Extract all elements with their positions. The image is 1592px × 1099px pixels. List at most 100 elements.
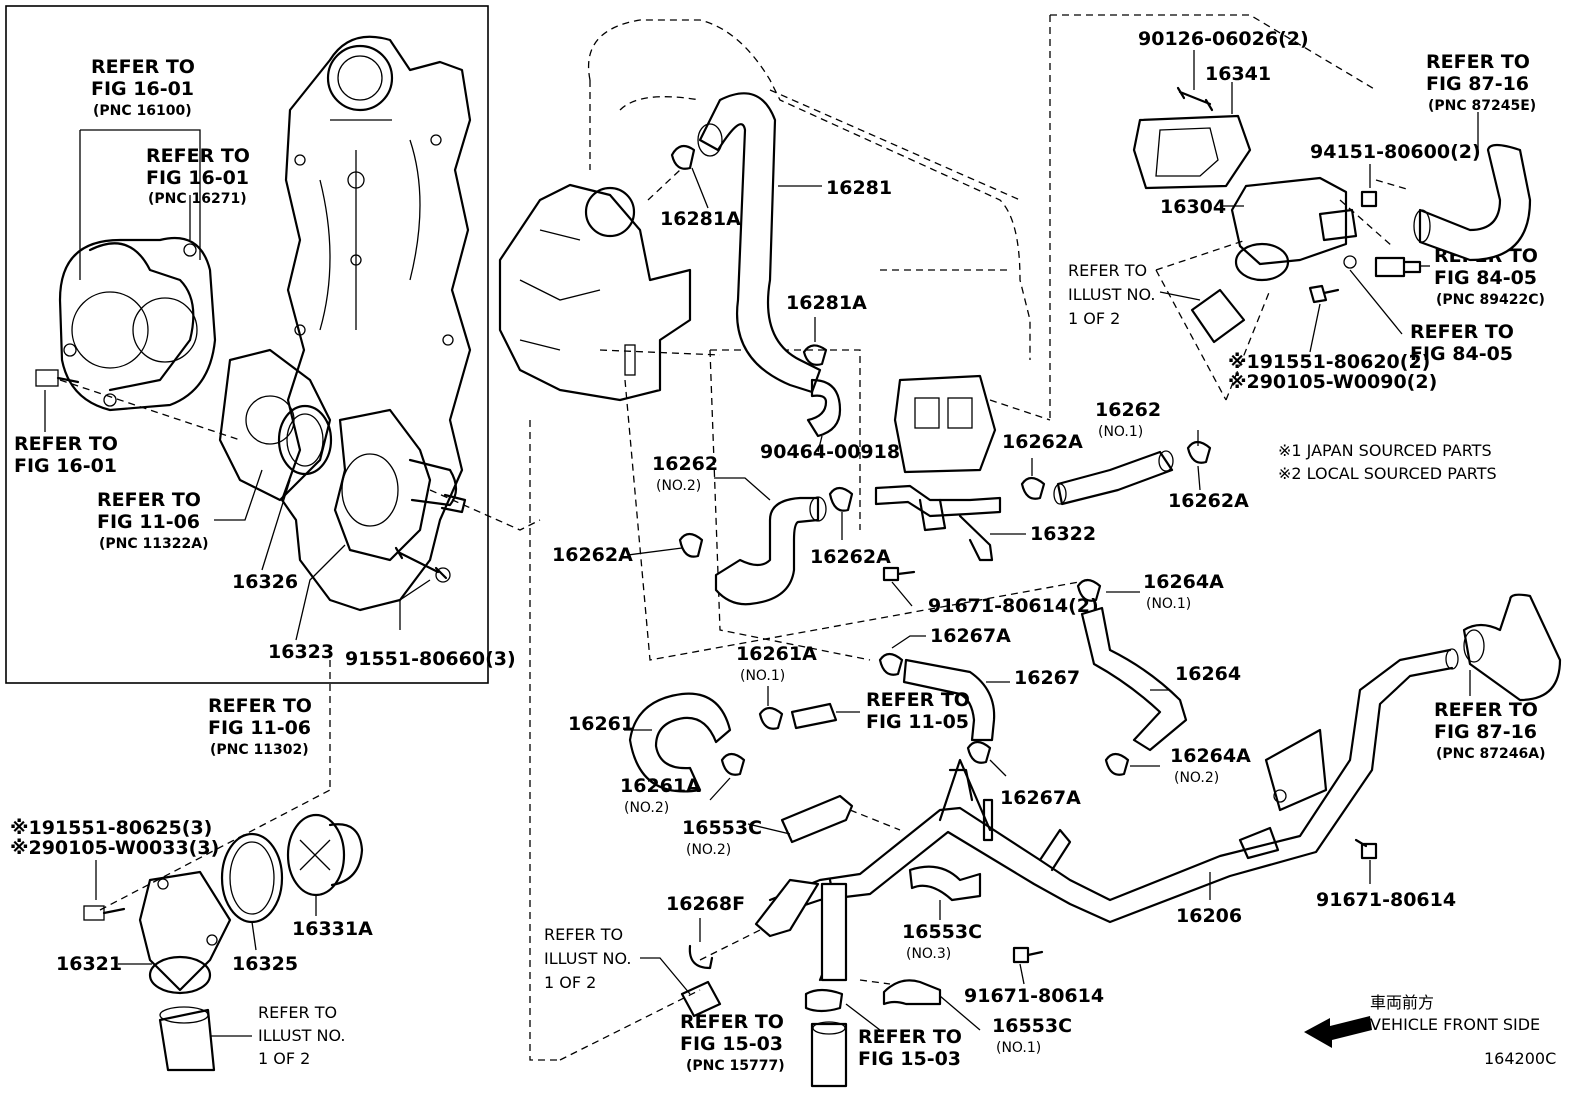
label-16261a-no1: 16261A xyxy=(736,643,817,665)
vehicle-front-indicator: 車両前方 VEHICLE FRONT SIDE 164200C xyxy=(1304,993,1556,1068)
label-refer-illust-1of2-b-sheet: 1 OF 2 xyxy=(544,973,596,992)
label-refer-illust-1of2-b: REFER TO xyxy=(544,925,623,944)
label-90126-06026: 90126-06026(2) xyxy=(1138,28,1309,50)
label-16264: 16264 xyxy=(1175,663,1241,685)
label-16262-no2: 16262 xyxy=(652,453,718,475)
timing-cover-inset: REFER TO FIG 16-01 (PNC 16100) REFER TO … xyxy=(5,5,541,790)
label-16322: 16322 xyxy=(1030,523,1096,545)
label-94151-80600: 94151-80600(2) xyxy=(1310,141,1481,163)
label-refer-fig-11-05: REFER TO xyxy=(866,689,970,711)
label-refer-fig-84-05-pnc-fig: FIG 84-05 xyxy=(1434,267,1537,289)
label-refer-fig-11-06-pnc-11302-pnc: (PNC 11302) xyxy=(210,742,309,758)
label-91551-80660: 91551-80660(3) xyxy=(345,648,516,670)
label-refer-fig-84-05-gasket: REFER TO xyxy=(1410,321,1514,343)
label-16281: 16281 xyxy=(826,177,892,199)
label-16262a-gasket: 16262A xyxy=(1002,431,1083,453)
label-16206: 16206 xyxy=(1176,905,1242,927)
label-refer-fig-15-03-a-pnc: (PNC 15777) xyxy=(686,1058,785,1074)
lower-hoses: 16264A (NO.1) 16264 16264A (NO.2) 16267A… xyxy=(568,571,1251,816)
water-outlet-group: 90126-06026(2) 16341 16304 94151-80600(2… xyxy=(1049,14,1545,420)
label-16331a: 16331A xyxy=(292,918,373,940)
label-refer-fig-16-01-pnc-16100-fig: FIG 16-01 xyxy=(91,78,194,100)
label-16264a-no2: 16264A xyxy=(1170,745,1251,767)
label-16553c-no2-qty: (NO.2) xyxy=(686,842,731,858)
bypass-hoses: 16262 (NO.2) 16262A 16262A 16262A 16262 … xyxy=(552,374,1249,617)
label-refer-fig-87-16-pnc-87246a-pnc: (PNC 87246A) xyxy=(1436,746,1545,762)
label-refer-fig-87-16-pnc-87246a-fig: FIG 87-16 xyxy=(1434,721,1537,743)
label-refer-fig-16-01-pnc-16271-fig: FIG 16-01 xyxy=(146,167,249,189)
label-16326: 16326 xyxy=(232,571,298,593)
label-290105-w0090: ※290105-W0090(2) xyxy=(1228,371,1437,393)
label-refer-illust-1of2-c-illust: ILLUST NO. xyxy=(258,1026,345,1045)
thermostat-group: REFER TO FIG 11-06 (PNC 11302) ※191551-8… xyxy=(10,695,373,1072)
label-16262-no1-qty: (NO.1) xyxy=(1098,424,1143,440)
label-refer-fig-11-06-pnc-11322a: REFER TO xyxy=(97,489,201,511)
label-refer-illust-1of2-c-sheet: 1 OF 2 xyxy=(258,1049,310,1068)
label-refer-illust-1of2-b-illust: ILLUST NO. xyxy=(544,949,631,968)
label-16262a-center: 16262A xyxy=(810,546,891,568)
label-refer-fig-16-01-pnc-16100: REFER TO xyxy=(91,56,195,78)
label-refer-fig-16-01-pnc-16271-pnc: (PNC 16271) xyxy=(148,191,247,207)
label-refer-fig-87-16-pnc-87245e: REFER TO xyxy=(1426,51,1530,73)
label-refer-fig-15-03-b: REFER TO xyxy=(858,1026,962,1048)
label-191551-80625: ※191551-80625(3) xyxy=(10,817,212,839)
label-16281a-mid: 16281A xyxy=(786,292,867,314)
label-16553c-no2: 16553C xyxy=(682,817,762,839)
engine-block-outline xyxy=(498,19,1091,1061)
label-91671-80614-right: 91671-80614 xyxy=(1316,889,1456,911)
label-290105-w0033: ※290105-W0033(3) xyxy=(10,837,219,859)
label-refer-fig-15-03-b-fig: FIG 15-03 xyxy=(858,1048,961,1070)
label-refer-fig-84-05-pnc-pnc: (PNC 89422C) xyxy=(1436,292,1545,308)
label-refer-fig-16-01-pnc-16271: REFER TO xyxy=(146,145,250,167)
front-label-jp: 車両前方 xyxy=(1370,993,1434,1012)
label-16264a-no2-qty: (NO.2) xyxy=(1174,770,1219,786)
label-refer-fig-16-01-bolt: REFER TO xyxy=(14,433,118,455)
label-refer-fig-11-05-fig: FIG 11-05 xyxy=(866,711,969,733)
label-16553c-no1-qty: (NO.1) xyxy=(996,1040,1041,1056)
label-16261a-no2: 16261A xyxy=(620,775,701,797)
label-refer-fig-15-03-a: REFER TO xyxy=(680,1011,784,1033)
label-16262-no1: 16262 xyxy=(1095,399,1161,421)
label-refer-fig-11-06-pnc-11302-fig: FIG 11-06 xyxy=(208,717,311,739)
legend-japan-sourced: ※1 JAPAN SOURCED PARTS xyxy=(1278,441,1492,460)
label-16261: 16261 xyxy=(568,713,634,735)
label-16267: 16267 xyxy=(1014,667,1080,689)
label-refer-fig-87-16-pnc-87245e-fig: FIG 87-16 xyxy=(1426,73,1529,95)
legend-local-sourced: ※2 LOCAL SOURCED PARTS xyxy=(1278,464,1497,483)
label-91671-80614-2: 91671-80614(2) xyxy=(928,595,1099,617)
label-16553c-no3-qty: (NO.3) xyxy=(906,946,951,962)
label-refer-fig-16-01-pnc-16100-pnc: (PNC 16100) xyxy=(93,103,192,119)
label-16262a-right: 16262A xyxy=(1168,490,1249,512)
diagram-id: 164200C xyxy=(1484,1049,1556,1068)
label-refer-fig-11-06-pnc-11322a-fig: FIG 11-06 xyxy=(97,511,200,533)
front-label-en: VEHICLE FRONT SIDE xyxy=(1370,1015,1540,1034)
water-pipe-16206: REFER TO FIG 87-16 (PNC 87246A) 91671-80… xyxy=(544,593,1562,1088)
label-16261a-no2-qty: (NO.2) xyxy=(624,800,669,816)
label-16262a-left: 16262A xyxy=(552,544,633,566)
label-16304: 16304 xyxy=(1160,196,1226,218)
label-16264a-no1-qty: (NO.1) xyxy=(1146,596,1191,612)
label-16262-no2-qty: (NO.2) xyxy=(656,478,701,494)
label-16323: 16323 xyxy=(268,641,334,663)
label-191551-80620: ※191551-80620(2) xyxy=(1228,351,1430,373)
label-refer-fig-11-06-pnc-11322a-pnc: (PNC 11322A) xyxy=(99,536,208,552)
label-16264a-no1: 16264A xyxy=(1143,571,1224,593)
label-refer-fig-16-01-bolt-fig: FIG 16-01 xyxy=(14,455,117,477)
label-16321: 16321 xyxy=(56,953,122,975)
label-refer-fig-84-05-gasket-fig: FIG 84-05 xyxy=(1410,343,1513,365)
label-16261a-no1-qty: (NO.1) xyxy=(740,668,785,684)
label-refer-illust-1of2-a-sheet: 1 OF 2 xyxy=(1068,309,1120,328)
legend: ※1 JAPAN SOURCED PARTS ※2 LOCAL SOURCED … xyxy=(1278,441,1497,483)
label-refer-illust-1of2-a-illust: ILLUST NO. xyxy=(1068,285,1155,304)
label-16267a-bottom: 16267A xyxy=(1000,787,1081,809)
label-16325: 16325 xyxy=(232,953,298,975)
label-refer-fig-87-16-pnc-87246a: REFER TO xyxy=(1434,699,1538,721)
label-refer-fig-11-06-pnc-11302: REFER TO xyxy=(208,695,312,717)
label-16341: 16341 xyxy=(1205,63,1271,85)
label-16268f: 16268F xyxy=(666,893,745,915)
label-refer-fig-87-16-pnc-87245e-pnc: (PNC 87245E) xyxy=(1428,98,1536,114)
label-16553c-no3: 16553C xyxy=(902,921,982,943)
label-16553c-no1: 16553C xyxy=(992,1015,1072,1037)
label-16267a-top: 16267A xyxy=(930,625,1011,647)
